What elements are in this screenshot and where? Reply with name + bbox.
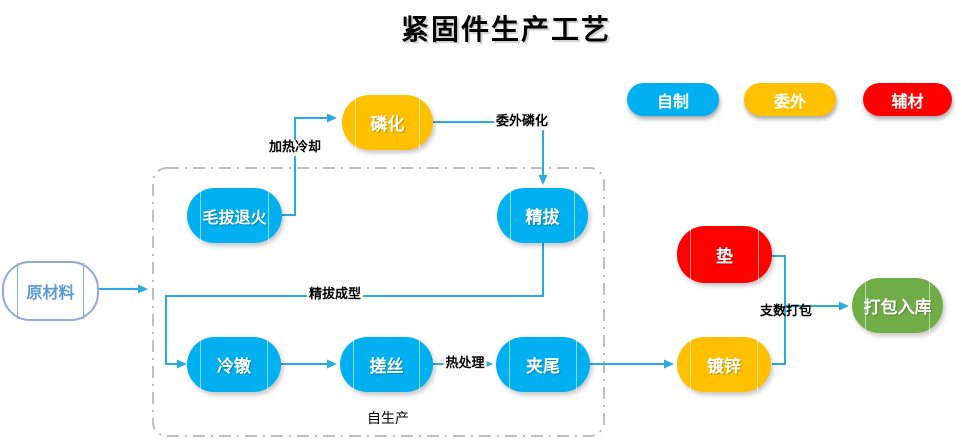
legend-self-made-label: 自制 xyxy=(656,91,689,111)
node-drawing-annealing: 毛拔退火 xyxy=(187,188,282,243)
node-galvanizing-label: 镀锌 xyxy=(707,357,741,377)
connector-finedrawing-to-coldheading xyxy=(165,243,544,369)
connector-washer-galvanizing-merge xyxy=(770,255,786,365)
node-phosphating-label: 磷化 xyxy=(370,115,405,135)
node-fine-drawing: 精拔 xyxy=(497,188,588,243)
self-production-caption: 自生产 xyxy=(367,411,409,427)
legend-auxiliary[interactable]: 辅材 xyxy=(863,83,952,116)
page-title: 紧固件生产工艺 xyxy=(400,13,612,46)
node-drawing-annealing-label: 毛拔退火 xyxy=(202,207,267,227)
node-packing-warehousing-label: 打包入库 xyxy=(863,298,932,318)
edge-label-heating-cooling: 加热冷却 xyxy=(266,140,324,156)
edge-label-heat-treatment: 热处理 xyxy=(443,356,487,372)
node-washer: 垫 xyxy=(677,226,772,283)
node-tail-clipping: 夹尾 xyxy=(496,337,590,392)
self-production-container xyxy=(152,167,605,437)
legend-auxiliary-label: 辅材 xyxy=(891,91,924,111)
edge-label-outsourced-phosphating: 委外磷化 xyxy=(493,114,551,130)
node-raw-material-label: 原材料 xyxy=(26,283,75,302)
node-galvanizing: 镀锌 xyxy=(677,337,771,392)
node-tail-clipping-label: 夹尾 xyxy=(526,357,560,377)
edge-label-count-packing: 支数打包 xyxy=(759,304,813,320)
legend-self-made[interactable]: 自制 xyxy=(627,83,719,116)
node-thread-rolling: 搓丝 xyxy=(340,337,433,392)
node-fine-drawing-label: 精拔 xyxy=(525,208,560,228)
node-phosphating: 磷化 xyxy=(342,95,433,150)
node-packing-warehousing: 打包入库 xyxy=(852,278,943,333)
node-raw-material: 原材料 xyxy=(2,261,99,321)
connector-annealing-to-phosphating xyxy=(282,113,337,216)
node-cold-heading: 冷镦 xyxy=(187,337,281,392)
legend-outsourced-label: 委外 xyxy=(773,91,806,111)
node-thread-rolling-label: 搓丝 xyxy=(369,357,404,377)
node-cold-heading-label: 冷镦 xyxy=(217,357,251,377)
legend-outsourced[interactable]: 委外 xyxy=(744,83,836,116)
edge-label-fine-drawing-forming: 精拔成型 xyxy=(306,287,364,303)
node-washer-label: 垫 xyxy=(716,247,733,267)
